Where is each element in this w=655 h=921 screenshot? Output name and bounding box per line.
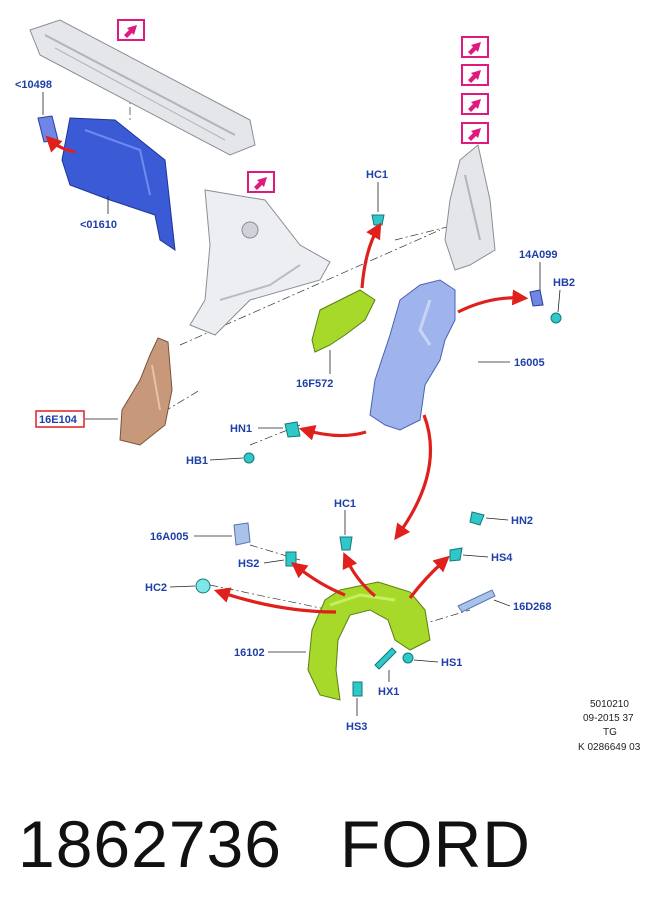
label-16a005: 16A005 <box>150 531 189 543</box>
wheel-liner-part <box>307 581 431 701</box>
part-number: 1862736 <box>18 807 282 881</box>
reference-marker-icon <box>461 64 489 86</box>
fastener-16d268 <box>457 589 496 613</box>
label-14a099: 14A099 <box>519 249 558 261</box>
fastener-hx1 <box>374 647 397 670</box>
reference-marker-icon <box>461 122 489 144</box>
label-hs4: HS4 <box>491 552 513 564</box>
fastener-hc2 <box>195 578 211 594</box>
label-hs2: HS2 <box>238 558 259 570</box>
fastener-hs1 <box>402 652 414 664</box>
fastener-hb2 <box>550 312 562 324</box>
label-hc2: HC2 <box>145 582 167 594</box>
fastener-hc1-top <box>371 214 385 226</box>
label-hc1-mid: HC1 <box>334 498 356 510</box>
fastener-hs2 <box>285 551 297 567</box>
meta-line-1: 5010210 <box>590 699 629 710</box>
fastener-16a005 <box>233 522 251 546</box>
label-01610: <01610 <box>80 219 117 231</box>
meta-line-4: K 0286649 03 <box>578 742 641 753</box>
label-hn2: HN2 <box>511 515 533 527</box>
label-hn1: HN1 <box>230 423 252 435</box>
fastener-14a099 <box>529 289 544 307</box>
flow-arrows <box>45 135 529 614</box>
splash-shield-part <box>311 289 376 353</box>
label-hx1: HX1 <box>378 686 399 698</box>
label-hs3: HS3 <box>346 721 367 733</box>
label-hb1: HB1 <box>186 455 208 467</box>
label-16005: 16005 <box>514 357 545 369</box>
fastener-hn1 <box>284 421 301 438</box>
footer-caption: 1862736 FORD <box>18 806 531 882</box>
fastener-hb1 <box>243 452 255 464</box>
copper-bracket-part <box>119 337 173 446</box>
fastener-hs3 <box>352 681 363 697</box>
label-hs1: HS1 <box>441 657 462 669</box>
highlight-box <box>35 410 85 428</box>
small-blue-clip-part <box>37 115 59 143</box>
wheelhouse-panel-part <box>189 189 331 336</box>
reference-marker-icon <box>247 171 275 193</box>
fastener-hn2 <box>469 511 485 526</box>
label-hc1-top: HC1 <box>366 169 388 181</box>
fender-part <box>369 279 456 431</box>
label-hb2: HB2 <box>553 277 575 289</box>
pillar-part <box>444 144 496 271</box>
fastener-hs4 <box>449 547 463 562</box>
meta-line-2: 09-2015 37 <box>583 713 634 724</box>
fastener-hc1-mid <box>339 536 353 551</box>
exploded-parts-diagram: <10498 <01610 HC1 14A099 HB2 16F572 1600… <box>15 19 641 753</box>
label-10498: <10498 <box>15 79 52 91</box>
brand-name: FORD <box>339 807 531 881</box>
reference-marker-icon <box>461 36 489 58</box>
reference-marker-icon <box>461 93 489 115</box>
label-16102: 16102 <box>234 647 265 659</box>
reference-marker-icon <box>117 19 145 41</box>
blue-bracket-part <box>61 117 176 252</box>
meta-line-3: TG <box>603 727 617 738</box>
label-16e104: 16E104 <box>39 414 78 426</box>
label-16d268: 16D268 <box>513 601 552 613</box>
crossmember-part <box>29 19 256 156</box>
label-16f572: 16F572 <box>296 378 333 390</box>
